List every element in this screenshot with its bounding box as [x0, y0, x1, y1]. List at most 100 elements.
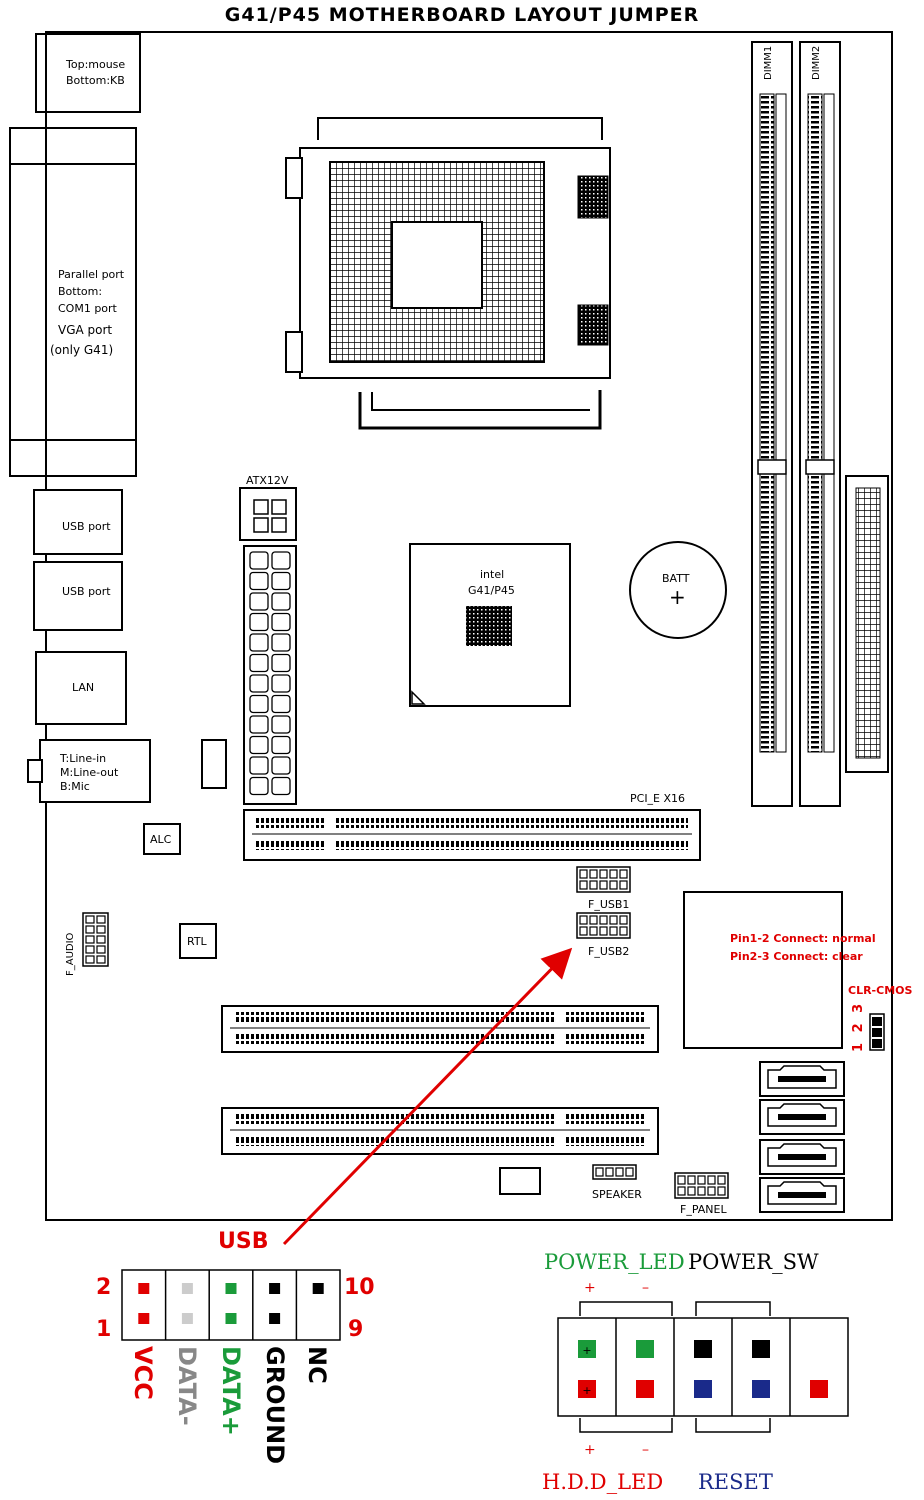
chipset-label-2: G41/P45: [468, 584, 515, 597]
header-pin: [589, 869, 598, 879]
power-sw-pin: [694, 1340, 712, 1358]
atx-pin: [249, 674, 269, 693]
header-pin: [609, 915, 618, 925]
header-pin: [589, 880, 598, 890]
usb-callout-label: USB: [218, 1229, 269, 1254]
usb-pin-top: [269, 1283, 281, 1294]
usb-pin-bottom: [225, 1313, 237, 1324]
f-usb1-label: F_USB1: [588, 898, 630, 911]
header-pin: [677, 1186, 686, 1196]
clr-cmos-normal: Pin1-2 Connect: normal: [730, 932, 876, 945]
header-pin: [595, 1167, 604, 1177]
atx-pin: [271, 571, 291, 591]
usb-pin-9: 9: [348, 1317, 364, 1342]
atx-pin: [271, 653, 291, 673]
pci-slot-2: [221, 1107, 659, 1155]
atx-pin: [271, 756, 291, 775]
header-pin: [687, 1175, 696, 1185]
power-led-plus: +: [584, 1280, 596, 1296]
usb-pin-top: [181, 1283, 193, 1294]
atx-pin: [249, 694, 269, 714]
usb-signal-nc: NC: [303, 1346, 331, 1384]
header-pin: [717, 1186, 726, 1196]
alc-chip: [143, 823, 181, 855]
atx-pin: [249, 715, 269, 734]
sata-port: [759, 1061, 845, 1097]
header-pin: [707, 1186, 716, 1196]
southbridge: [683, 891, 843, 1049]
header-pin: [609, 880, 618, 890]
header-pin: [85, 915, 95, 924]
usb-pin-bottom: [269, 1313, 281, 1324]
usb-pin-top: [312, 1283, 324, 1294]
power-led-label: POWER_LED: [544, 1250, 685, 1274]
hdd-led-minus-pin: [636, 1380, 654, 1398]
f-usb2-header: [576, 912, 631, 939]
header-pin: [625, 1167, 634, 1177]
parallel-label-2: Bottom:: [58, 285, 103, 298]
dimm1-label: DIMM1: [763, 45, 774, 80]
atx-pin: [249, 633, 269, 652]
fan-header: [201, 739, 227, 789]
ps2-port: [35, 33, 141, 113]
header-pin: [85, 925, 95, 934]
atx-pin: [249, 756, 269, 775]
lan-label: LAN: [72, 681, 95, 694]
header-pin: [579, 915, 588, 925]
atx-pin: [271, 715, 291, 734]
atx-pin: [249, 612, 269, 632]
sata-connectors: [759, 1061, 845, 1213]
small-header: [499, 1167, 541, 1195]
header-pin: [599, 915, 608, 925]
speaker-label: SPEAKER: [592, 1188, 642, 1201]
ps2-label-top: Top:mouse: [66, 58, 126, 71]
usb-port-1: [33, 489, 123, 555]
header-pin: [615, 1167, 624, 1177]
parallel-label-1: Parallel port: [58, 268, 125, 281]
atx-pin: [249, 653, 269, 673]
f-panel-header: [674, 1172, 729, 1199]
page-title: G41/P45 MOTHERBOARD LAYOUT JUMPER: [224, 4, 700, 26]
header-pin: [96, 945, 106, 954]
usb-signal-ground: GROUND: [261, 1346, 289, 1465]
header-pin: [609, 926, 618, 936]
atx-pin: [271, 674, 291, 693]
reset-label: RESET: [698, 1470, 773, 1494]
pcie-label: PCI_E X16: [630, 792, 686, 805]
battery: [629, 541, 727, 639]
header-pin: [619, 880, 628, 890]
header-pin: [599, 869, 608, 879]
header-pin: [697, 1175, 706, 1185]
f-audio-header: [82, 912, 109, 967]
power-sw-label: POWER_SW: [688, 1250, 819, 1274]
header-pin: [619, 915, 628, 925]
key-pin: [810, 1380, 828, 1398]
hdd-led-label: H.D.D_LED: [542, 1470, 664, 1494]
atx-pin: [271, 551, 291, 570]
header-pin: [85, 955, 95, 964]
atx-pin: [249, 735, 269, 755]
usb-port-1-label: USB port: [62, 520, 111, 533]
pin-plus-mark: +: [582, 1384, 591, 1397]
batt-label: BATT: [662, 572, 690, 585]
usb-pin-bottom: [181, 1313, 193, 1324]
header-pin: [96, 955, 106, 964]
header-pin: [96, 935, 106, 944]
ide-connector: [845, 475, 889, 773]
atx-pin: [271, 776, 291, 796]
header-pin: [589, 926, 598, 936]
hdd-led-plus: +: [584, 1442, 596, 1458]
reset-pin: [752, 1380, 770, 1398]
hdd-led-minus: –: [642, 1442, 649, 1458]
atx-pin: [249, 551, 269, 570]
power-led-minus-pin: [636, 1340, 654, 1358]
header-pin: [619, 926, 628, 936]
power-led-plus-pin: [578, 1340, 596, 1358]
usb-pin-diagram: [121, 1269, 341, 1341]
atx12v-label: ATX12V: [246, 474, 289, 487]
rtl-label: RTL: [187, 935, 207, 948]
rtl-chip: [179, 923, 217, 959]
header-pin: [579, 869, 588, 879]
dimm-slots: [751, 41, 841, 807]
header-pin: [717, 1175, 726, 1185]
